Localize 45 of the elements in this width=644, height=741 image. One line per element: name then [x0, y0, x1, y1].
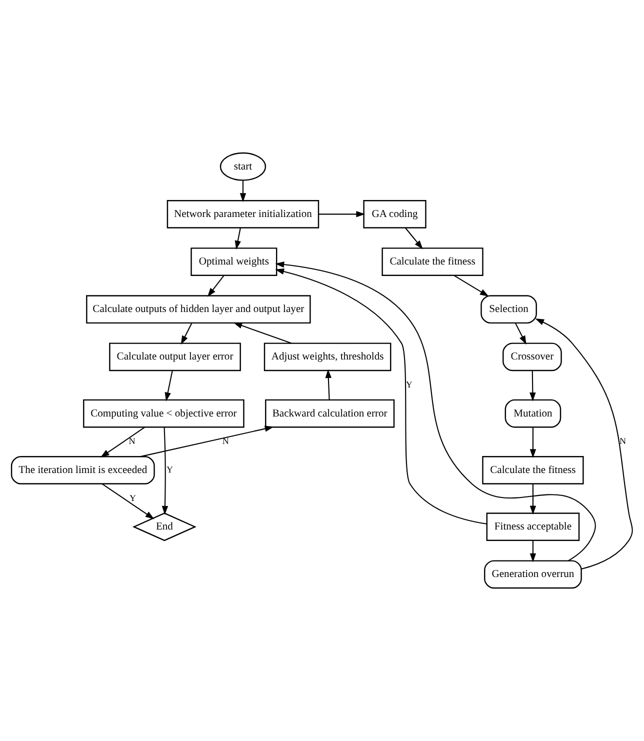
- arrow: [164, 370, 173, 402]
- arrow: [530, 484, 536, 515]
- arrow: [454, 275, 489, 297]
- edge-label: Y: [406, 380, 412, 390]
- node-box: Computing value < objective error: [83, 399, 244, 428]
- node-box: Calculate the fitness: [382, 248, 484, 276]
- node-box: Calculate outputs of hidden layer and output layer: [86, 295, 311, 324]
- arrow: [530, 370, 536, 402]
- edge-label: Y: [129, 492, 136, 503]
- arrow: [530, 427, 536, 458]
- arrow: [234, 228, 241, 250]
- arrow: [102, 483, 154, 520]
- arrow: [318, 211, 366, 218]
- arrow: [530, 540, 536, 562]
- node-box: Calculate output layer error: [109, 342, 241, 372]
- node-box: The iteration limit is exceeded: [10, 456, 155, 484]
- edge-label: N: [222, 436, 229, 446]
- arrow: [233, 322, 292, 344]
- arrow: [207, 275, 224, 297]
- node-box: Adjust weights, thresholds: [264, 342, 392, 372]
- node-box: Generation overrun: [484, 560, 582, 589]
- edge-label: Y: [166, 464, 174, 475]
- edge-label: N: [620, 436, 626, 446]
- arrow: [180, 322, 192, 345]
- node-box: Crossover: [502, 342, 562, 372]
- node-box: Network parameter initialization: [166, 200, 320, 228]
- arrow: [240, 180, 246, 202]
- arrow: [100, 426, 146, 458]
- node-ellipse: start: [220, 152, 266, 181]
- arrow: [514, 322, 526, 345]
- arrow: [325, 369, 332, 400]
- arrow: [275, 261, 596, 562]
- edge-label: N: [128, 436, 136, 446]
- arrow: [140, 426, 274, 458]
- arrow: [275, 268, 487, 524]
- arrow: [405, 228, 423, 250]
- arrow: [162, 427, 168, 515]
- node-box: Calculate the fitness: [482, 456, 584, 484]
- arrow: [535, 318, 633, 570]
- node-box: Selection: [480, 295, 537, 324]
- node-box: Optimal weights: [190, 248, 278, 276]
- node-box: Backward calculation error: [265, 399, 395, 428]
- node-box: GA coding: [363, 200, 426, 228]
- node-box: Mutation: [504, 399, 562, 428]
- node-box: Fitness acceptable: [486, 512, 580, 541]
